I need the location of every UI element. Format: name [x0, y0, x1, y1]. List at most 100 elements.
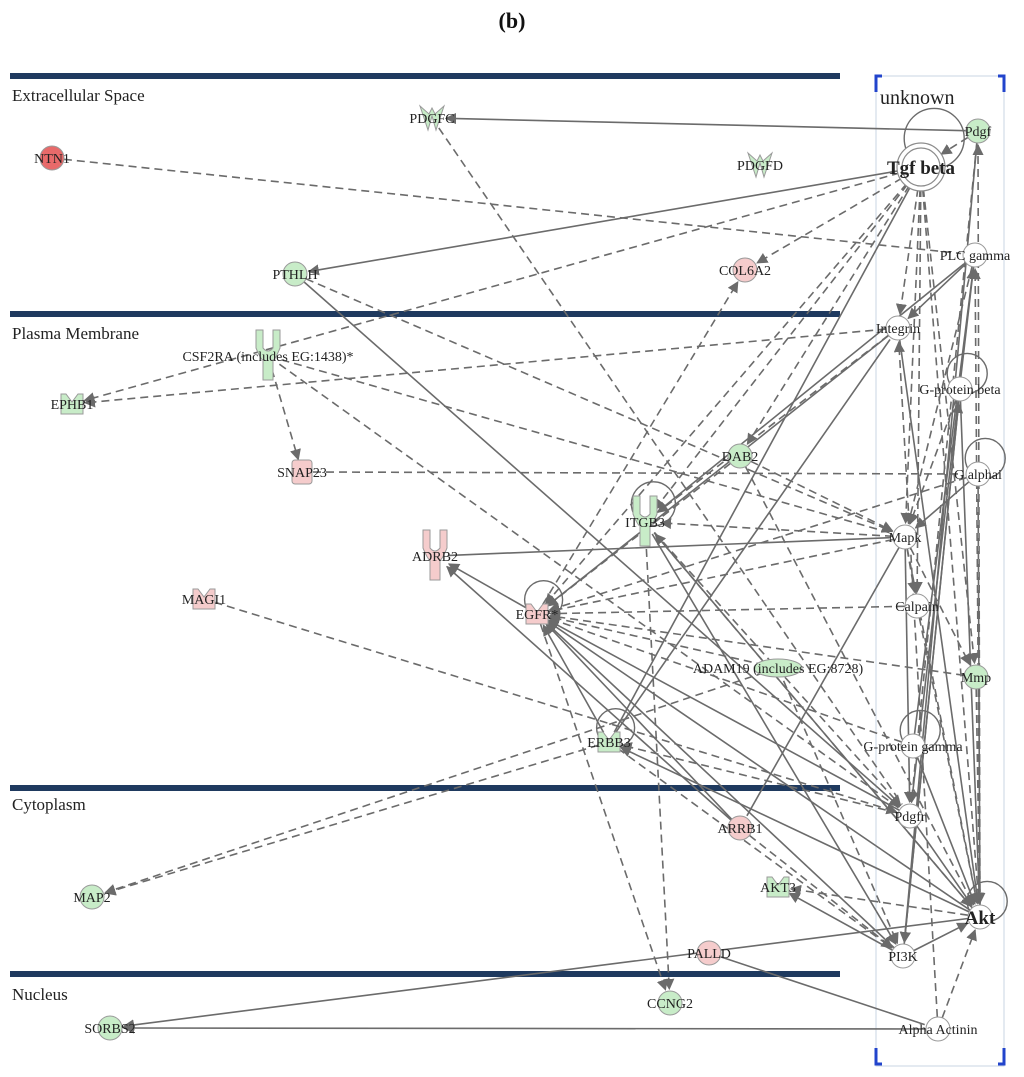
- node-label-snap23: SNAP23: [277, 466, 327, 481]
- node-akt[interactable]: Akt: [965, 904, 996, 930]
- node-shape-circle: [97, 1015, 123, 1041]
- node-alphaactinin[interactable]: Alpha Actinin: [899, 1016, 978, 1042]
- node-adrb2[interactable]: ADRB2: [412, 529, 458, 581]
- node-label-tgfbeta: Tgf beta: [887, 158, 956, 179]
- edge-galphai-to-egfr: [548, 476, 967, 613]
- edge-mapk-to-egfr: [548, 538, 894, 615]
- node-akt3[interactable]: AKT3: [760, 876, 796, 898]
- edge-mapk-to-mmp: [909, 547, 971, 666]
- node-label-plcgamma: PLC gamma: [940, 249, 1011, 264]
- node-arrb1[interactable]: ARRB1: [717, 815, 763, 841]
- edge-mapk-to-itgb3: [659, 517, 894, 538]
- node-mmp[interactable]: Mmp: [961, 664, 991, 690]
- node-shape-circle: [900, 733, 926, 759]
- node-shape-circle: [39, 145, 65, 171]
- edge-akt-to-plcgamma: [969, 267, 981, 906]
- node-pi3k[interactable]: PI3K: [888, 943, 918, 969]
- node-shape-circle: [282, 261, 308, 287]
- node-shape-ellipse: [753, 658, 803, 678]
- node-label-mmp: Mmp: [961, 671, 991, 686]
- edge-integrin-to-egfr: [546, 334, 890, 607]
- edge-ggamma-to-akt: [916, 756, 977, 906]
- node-integrin[interactable]: Integrin: [876, 315, 920, 341]
- node-palld[interactable]: PALLD: [687, 940, 731, 966]
- node-adam19[interactable]: ADAM19 (includes EG:8728): [693, 658, 864, 678]
- node-label-ccng2: CCNG2: [647, 997, 693, 1012]
- node-shape-circle: [732, 257, 758, 283]
- node-magi1[interactable]: MAGI1: [182, 588, 226, 610]
- node-shape-circle: [696, 940, 722, 966]
- edge-ggamma-to-plcgamma: [913, 267, 978, 735]
- node-tgfbeta[interactable]: Tgf beta: [887, 142, 956, 192]
- node-galphai[interactable]: G alphai: [954, 461, 1002, 487]
- node-gbeta[interactable]: G-protein beta: [919, 376, 1001, 402]
- node-label-pdgfc: PDGFC: [409, 112, 454, 127]
- node-label-arrb1: ARRB1: [717, 822, 762, 837]
- node-mapk[interactable]: Mapk: [889, 524, 922, 550]
- node-label-adrb2: ADRB2: [412, 550, 458, 565]
- edge-tgfbeta-to-akt: [921, 188, 984, 905]
- node-shape-circle: [897, 803, 923, 829]
- node-ntn1[interactable]: NTN1: [34, 145, 70, 171]
- edge-magi1-to-pdgfr: [214, 601, 898, 815]
- node-pdgfr[interactable]: Pdgfr: [894, 803, 926, 829]
- edge-dab2-to-egfr: [546, 462, 731, 607]
- node-ggamma[interactable]: G-protein gamma: [863, 733, 963, 759]
- node-col6a2[interactable]: COL6A2: [719, 257, 771, 283]
- node-shape-kinase: [597, 731, 621, 753]
- edge-itgb3-to-ccng2: [644, 535, 675, 991]
- unknown-box: [875, 75, 1005, 1067]
- node-erbb3[interactable]: ERBB3: [587, 731, 631, 753]
- node-label-mapk: Mapk: [889, 531, 922, 546]
- node-map2[interactable]: MAP2: [73, 884, 111, 910]
- edge-mapk-to-arrb1: [746, 547, 900, 817]
- node-plcgamma[interactable]: PLC gamma: [940, 242, 1011, 268]
- node-shape-circle: [657, 990, 683, 1016]
- node-calpain[interactable]: Calpain: [895, 593, 939, 619]
- node-snap23[interactable]: SNAP23: [277, 459, 327, 485]
- bracket-top-left: [874, 74, 882, 92]
- node-shape-circle: [79, 884, 105, 910]
- node-dab2[interactable]: DAB2: [722, 443, 759, 469]
- band-label-plasma-membrane: Plasma Membrane: [12, 324, 139, 343]
- band-label-nucleus: Nucleus: [12, 985, 68, 1004]
- band-label-cytoplasm: Cytoplasm: [12, 795, 86, 814]
- node-csf2ra[interactable]: CSF2RA (includes EG:1438)*: [182, 329, 354, 381]
- edge-pdgfc-to-pdgfr: [438, 127, 903, 805]
- node-shape-receptor: [255, 329, 281, 381]
- node-pdgf[interactable]: Pdgf: [965, 118, 992, 144]
- node-shape-inner-ring: [901, 147, 941, 187]
- edge-pi3k-to-gbeta: [903, 401, 964, 945]
- node-label-akt: Akt: [965, 908, 996, 929]
- unknown-label: unknown: [880, 87, 954, 109]
- node-label-ggamma: G-protein gamma: [863, 740, 963, 755]
- edge-pthlh-to-mapk: [305, 278, 894, 533]
- node-shape-receptor: [632, 495, 658, 547]
- node-shape-circle: [904, 593, 930, 619]
- edge-mapk-to-akt: [906, 548, 981, 905]
- node-egfr[interactable]: EGFR*: [516, 603, 559, 625]
- edge-pi3k-to-akt: [913, 922, 969, 952]
- edge-adam19-to-map2: [104, 671, 765, 895]
- band-label-extracellular: Extracellular Space: [12, 86, 145, 105]
- node-ccng2[interactable]: CCNG2: [647, 990, 693, 1016]
- edge-egfr-to-adrb2: [447, 563, 528, 610]
- edge-adam19-to-pi3k: [782, 680, 899, 945]
- node-shape-kinase: [525, 603, 549, 625]
- node-pdgfd[interactable]: PDGFD: [737, 151, 783, 179]
- node-shape-receptor: [422, 529, 448, 581]
- edge-plcgamma-to-integrin: [907, 262, 967, 320]
- node-sorbs2[interactable]: SORBS2: [84, 1015, 136, 1041]
- node-pthlh[interactable]: PTHLH: [272, 261, 318, 287]
- node-label-csf2ra: CSF2RA (includes EG:1438)*: [182, 350, 353, 365]
- node-label-alphaactinin: Alpha Actinin: [899, 1023, 978, 1038]
- edge-itgb3-to-pi3k: [651, 533, 897, 945]
- edge-gbeta-to-akt: [959, 400, 985, 905]
- node-itgb3[interactable]: ITGB3: [625, 495, 665, 547]
- bracket-bottom-right: [998, 1048, 1006, 1066]
- node-ephb1[interactable]: EPHB1: [51, 393, 94, 415]
- node-shape-kinase: [766, 876, 790, 898]
- node-pdgfc[interactable]: PDGFC: [409, 104, 455, 132]
- edge-plcgamma-to-pdgfr: [907, 266, 975, 804]
